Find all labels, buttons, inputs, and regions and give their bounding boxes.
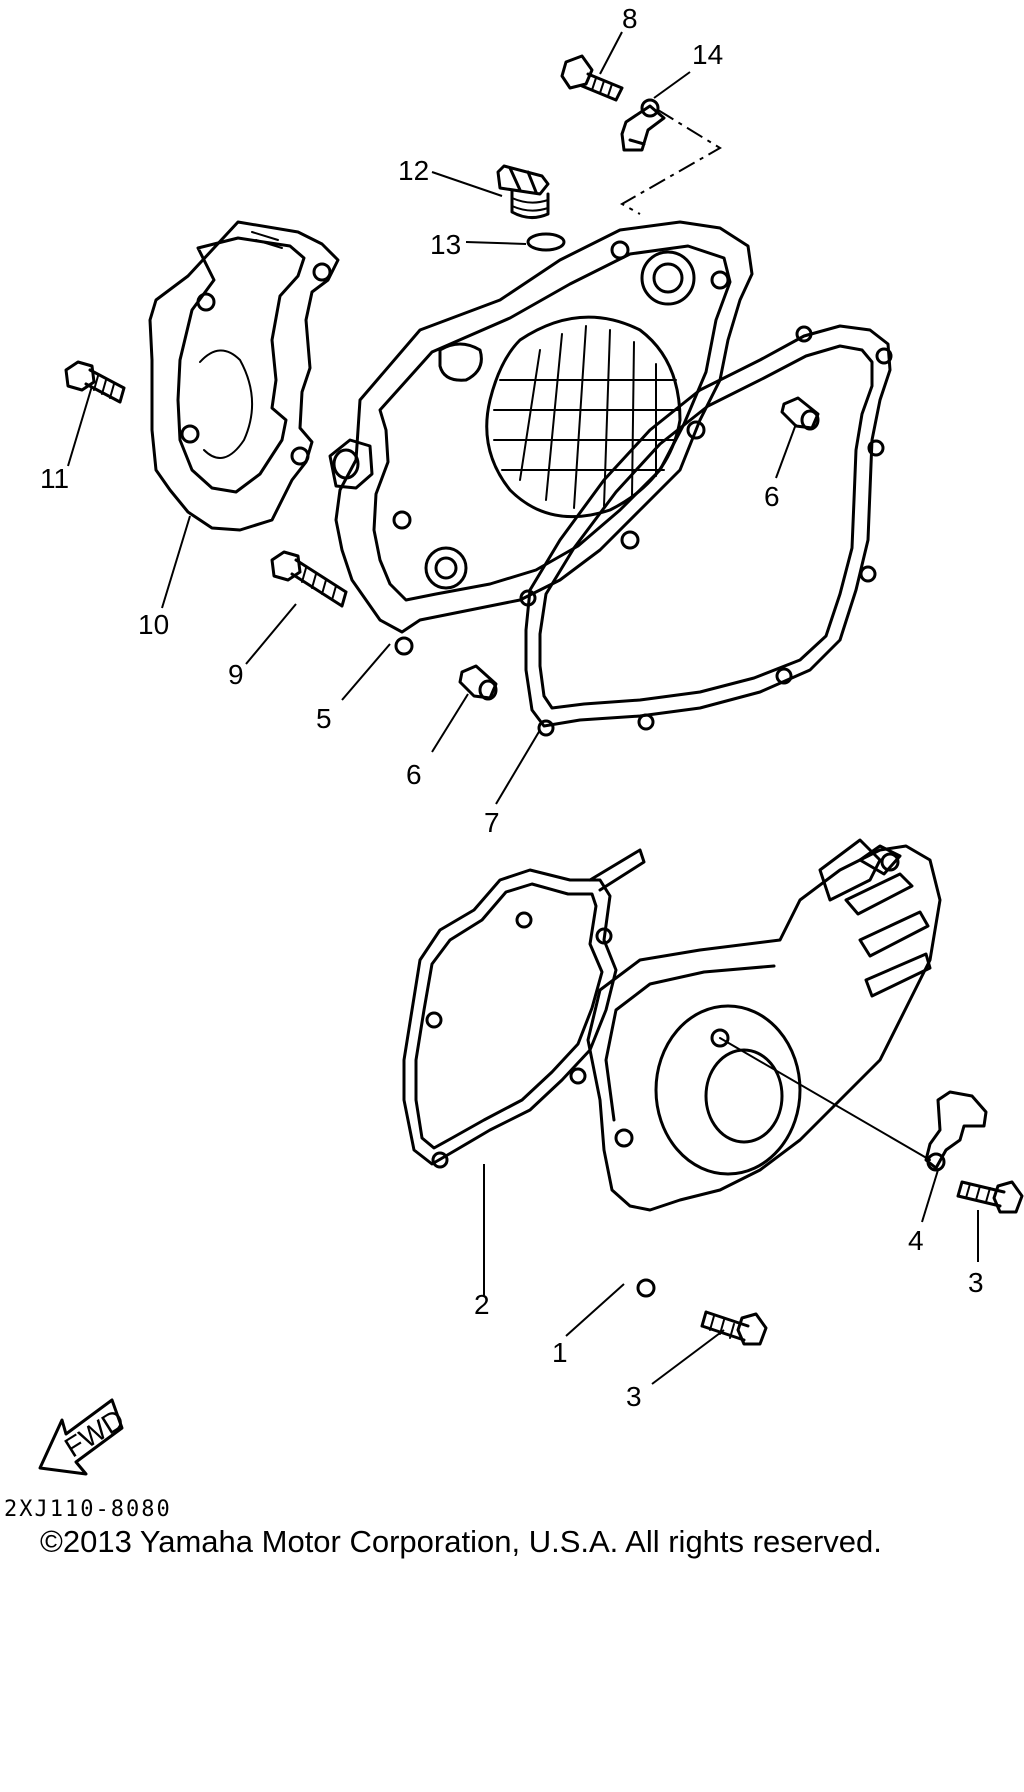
callout-8: 8 [622,3,638,34]
callout-3-right: 3 [968,1267,984,1298]
callout-1: 1 [552,1337,568,1368]
callout-12: 12 [398,155,429,186]
callout-labels: 8 14 12 13 11 10 9 5 6 7 6 2 1 4 3 3 [40,3,984,1412]
callout-10: 10 [138,609,169,640]
part-11-bolt [64,360,126,404]
part-6-dowel-lower [458,664,498,701]
copyright-notice: ©2013 Yamaha Motor Corporation, U.S.A. A… [40,1524,882,1559]
part-3-bolt-right [956,1180,1024,1214]
leader-lines [67,31,979,1385]
part-12-filler-plug [496,164,550,219]
callout-4: 4 [908,1225,924,1256]
callout-14: 14 [692,39,723,70]
alignment-line-4 [719,1037,931,1161]
part-6-dowel-upper [780,396,820,431]
callout-2: 2 [474,1289,490,1320]
callout-11: 11 [40,463,69,494]
part-14-clamp [620,98,666,152]
fwd-arrow-icon: FWD [38,1398,130,1476]
part-2-gasket [402,848,646,1169]
callout-3-lower: 3 [626,1381,642,1412]
part-1-crankcase-cover [586,838,942,1298]
part-10-pump-cover [148,220,340,532]
part-4-clamp [924,1090,988,1172]
callout-7: 7 [484,807,500,838]
part-7-gasket [519,324,893,737]
callout-6-lower: 6 [406,759,422,790]
part-5-crankcase-cover [328,220,754,656]
diagram-code: 2XJ110-8080 [4,1497,172,1522]
part-8-bolt [560,54,624,102]
callout-6-upper: 6 [764,481,780,512]
callout-13: 13 [430,229,461,260]
part-9-bolt [270,550,348,608]
alignment-line-14 [619,109,722,215]
callout-5: 5 [316,703,332,734]
callout-9: 9 [228,659,244,690]
part-13-o-ring [526,232,566,252]
